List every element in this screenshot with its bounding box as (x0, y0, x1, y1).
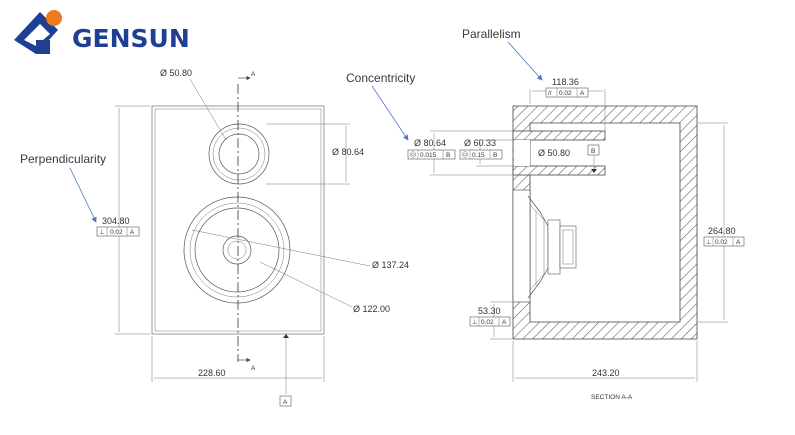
dim-top: 118.36 (552, 77, 579, 87)
datum-a-label: A (283, 399, 288, 406)
woofer-cutout (512, 189, 531, 303)
concentricity-label: Concentricity (346, 71, 415, 85)
section-mark-bottom: A (251, 365, 256, 372)
front-view: A A Ø 50.80 Ø 80.64 304.80 ⊥ 0.02 A Ø 13… (96, 68, 409, 407)
datum-b-box (587, 144, 600, 156)
perp-frame-front: ⊥ 0.02 A (96, 226, 140, 237)
datum-b-label: B (591, 148, 595, 155)
dim-port-inner: Ø 60.33 (464, 138, 496, 148)
dim-tweeter-dia: Ø 50.80 (160, 68, 192, 78)
woofer-pole (227, 240, 247, 260)
dim-height-right: 264.80 (708, 226, 736, 236)
par-symbol: // (548, 90, 552, 97)
leader-tweeter-dia (189, 78, 227, 141)
par-datum: A (580, 90, 585, 97)
dim-port-bore: Ø 50.80 (538, 148, 570, 158)
conc-frame-2: 0.15 B (459, 149, 503, 160)
tweeter-mid (212, 127, 266, 181)
woofer-frame (189, 202, 285, 298)
section-view: B Ø 50.80 118.36 // 0.02 A Ø 80.64 0.015 (407, 77, 745, 401)
dim-tweeter-cut: Ø 80.64 (332, 147, 364, 157)
dim-width: 228.60 (198, 368, 226, 378)
woofer-surround (194, 207, 280, 293)
conc-tol-1: 0.015 (420, 152, 437, 159)
perp-symbol-front: ⊥ (99, 229, 105, 236)
conc-frame-1: 0.015 B (407, 149, 456, 160)
section-mark-top: A (251, 71, 256, 78)
dim-woofer-mid: Ø 122.00 (353, 304, 390, 314)
dim-port-outer: Ø 80.64 (414, 138, 446, 148)
dim-height: 304.80 (102, 216, 130, 226)
woofer-dustcap (222, 235, 252, 265)
perp-datum-front: A (130, 229, 135, 236)
datum-a-box (279, 395, 292, 407)
section-label: SECTION A-A (591, 394, 633, 401)
perp-frame-bottom: ⊥ 0.02 A (469, 316, 511, 327)
perp-tol-front: 0.02 (110, 229, 123, 236)
conc-tol-2: 0.15 (472, 152, 485, 159)
dim-woofer-outer: Ø 137.24 (372, 260, 409, 270)
tweeter-inner (218, 133, 260, 175)
perp-datum-right: A (736, 239, 741, 246)
woofer-profile (527, 195, 577, 299)
tweeter-outer (208, 123, 270, 185)
perp-datum-bottom: A (502, 319, 507, 326)
parallelism-label: Parallelism (462, 27, 521, 41)
perpendicularity-label: Perpendicularity (20, 152, 106, 166)
gensun-logo: GENSUN (14, 10, 190, 54)
perp-tol-right: 0.02 (715, 239, 728, 246)
dim-bottom: 53.30 (478, 306, 501, 316)
perp-frame-right: ⊥ 0.02 A (703, 236, 745, 247)
conc-datum-1: B (446, 152, 450, 159)
leader-woofer-mid (259, 261, 353, 308)
port-lower-wall (512, 165, 606, 176)
cabinet-walls (512, 105, 698, 340)
perp-tol-bottom: 0.02 (481, 319, 494, 326)
dim-width-section: 243.20 (592, 368, 620, 378)
svg-text:⊥: ⊥ (472, 319, 478, 326)
par-tol: 0.02 (559, 90, 572, 97)
parallel-frame: // 0.02 A (545, 87, 589, 98)
svg-text:⊥: ⊥ (706, 239, 712, 246)
conc-datum-2: B (493, 152, 497, 159)
perpendicularity-arrow (69, 167, 97, 223)
concentricity-arrow (371, 85, 409, 141)
brand-name: GENSUN (72, 24, 190, 53)
parallelism-arrow (507, 41, 543, 81)
port-upper-wall (512, 130, 606, 141)
leader-woofer-outer (191, 229, 371, 267)
